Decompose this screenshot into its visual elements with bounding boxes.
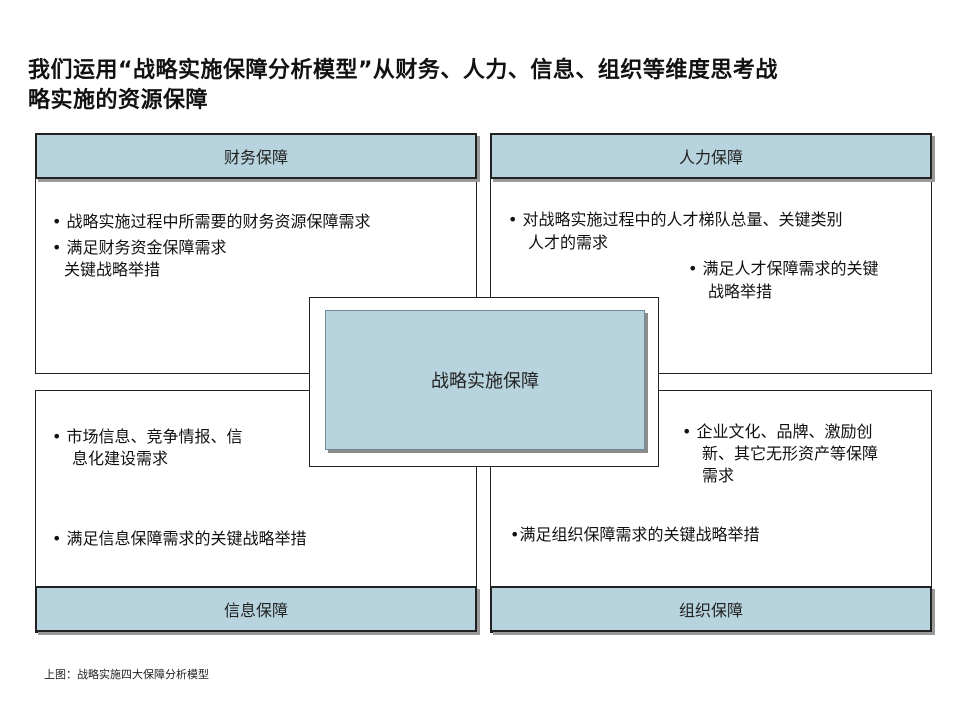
- hr-bullet-2-continued: 战略举措: [708, 282, 773, 301]
- org-bullet-1: • 企业文化、品牌、激励创: [682, 422, 873, 441]
- info-bullet-1: • 市场信息、竞争情报、信: [52, 427, 243, 446]
- info-header: 信息保障: [35, 586, 477, 632]
- finance-header: 财务保障: [35, 133, 477, 179]
- org-bullet-2: •满足组织保障需求的关键战略举措: [510, 525, 760, 544]
- hr-bullet-1: • 对战略实施过程中的人才梯队总量、关键类别: [508, 210, 843, 229]
- page-title: 我们运用“战略实施保障分析模型”从财务、人力、信息、组织等维度思考战 略实施的资…: [28, 56, 938, 116]
- org-header: 组织保障: [490, 586, 932, 632]
- info-bullet-2: • 满足信息保障需求的关键战略举措: [52, 529, 307, 548]
- figure-caption: 上图：战略实施四大保障分析模型: [44, 668, 209, 681]
- finance-bullet-2-continued: 关键战略举措: [64, 260, 161, 279]
- hr-bullet-1-continued: 人才的需求: [528, 233, 609, 252]
- center-box: 战略实施保障: [325, 310, 645, 450]
- center-label: 战略实施保障: [431, 371, 539, 392]
- finance-bullet-1: • 战略实施过程中所需要的财务资源保障需求: [52, 212, 371, 231]
- page-title-line2: 略实施的资源保障: [28, 88, 209, 113]
- info-bullet-1-continued: 息化建设需求: [72, 449, 169, 468]
- page-title-line1: 我们运用“战略实施保障分析模型”从财务、人力、信息、组织等维度思考战: [28, 58, 778, 83]
- org-bullet-1-continued-2: 需求: [702, 466, 735, 485]
- hr-header: 人力保障: [490, 133, 932, 179]
- hr-bullet-2: • 满足人才保障需求的关键: [688, 259, 879, 278]
- org-bullet-1-continued: 新、其它无形资产等保障: [702, 444, 879, 463]
- finance-bullet-2: • 满足财务资金保障需求: [52, 238, 227, 257]
